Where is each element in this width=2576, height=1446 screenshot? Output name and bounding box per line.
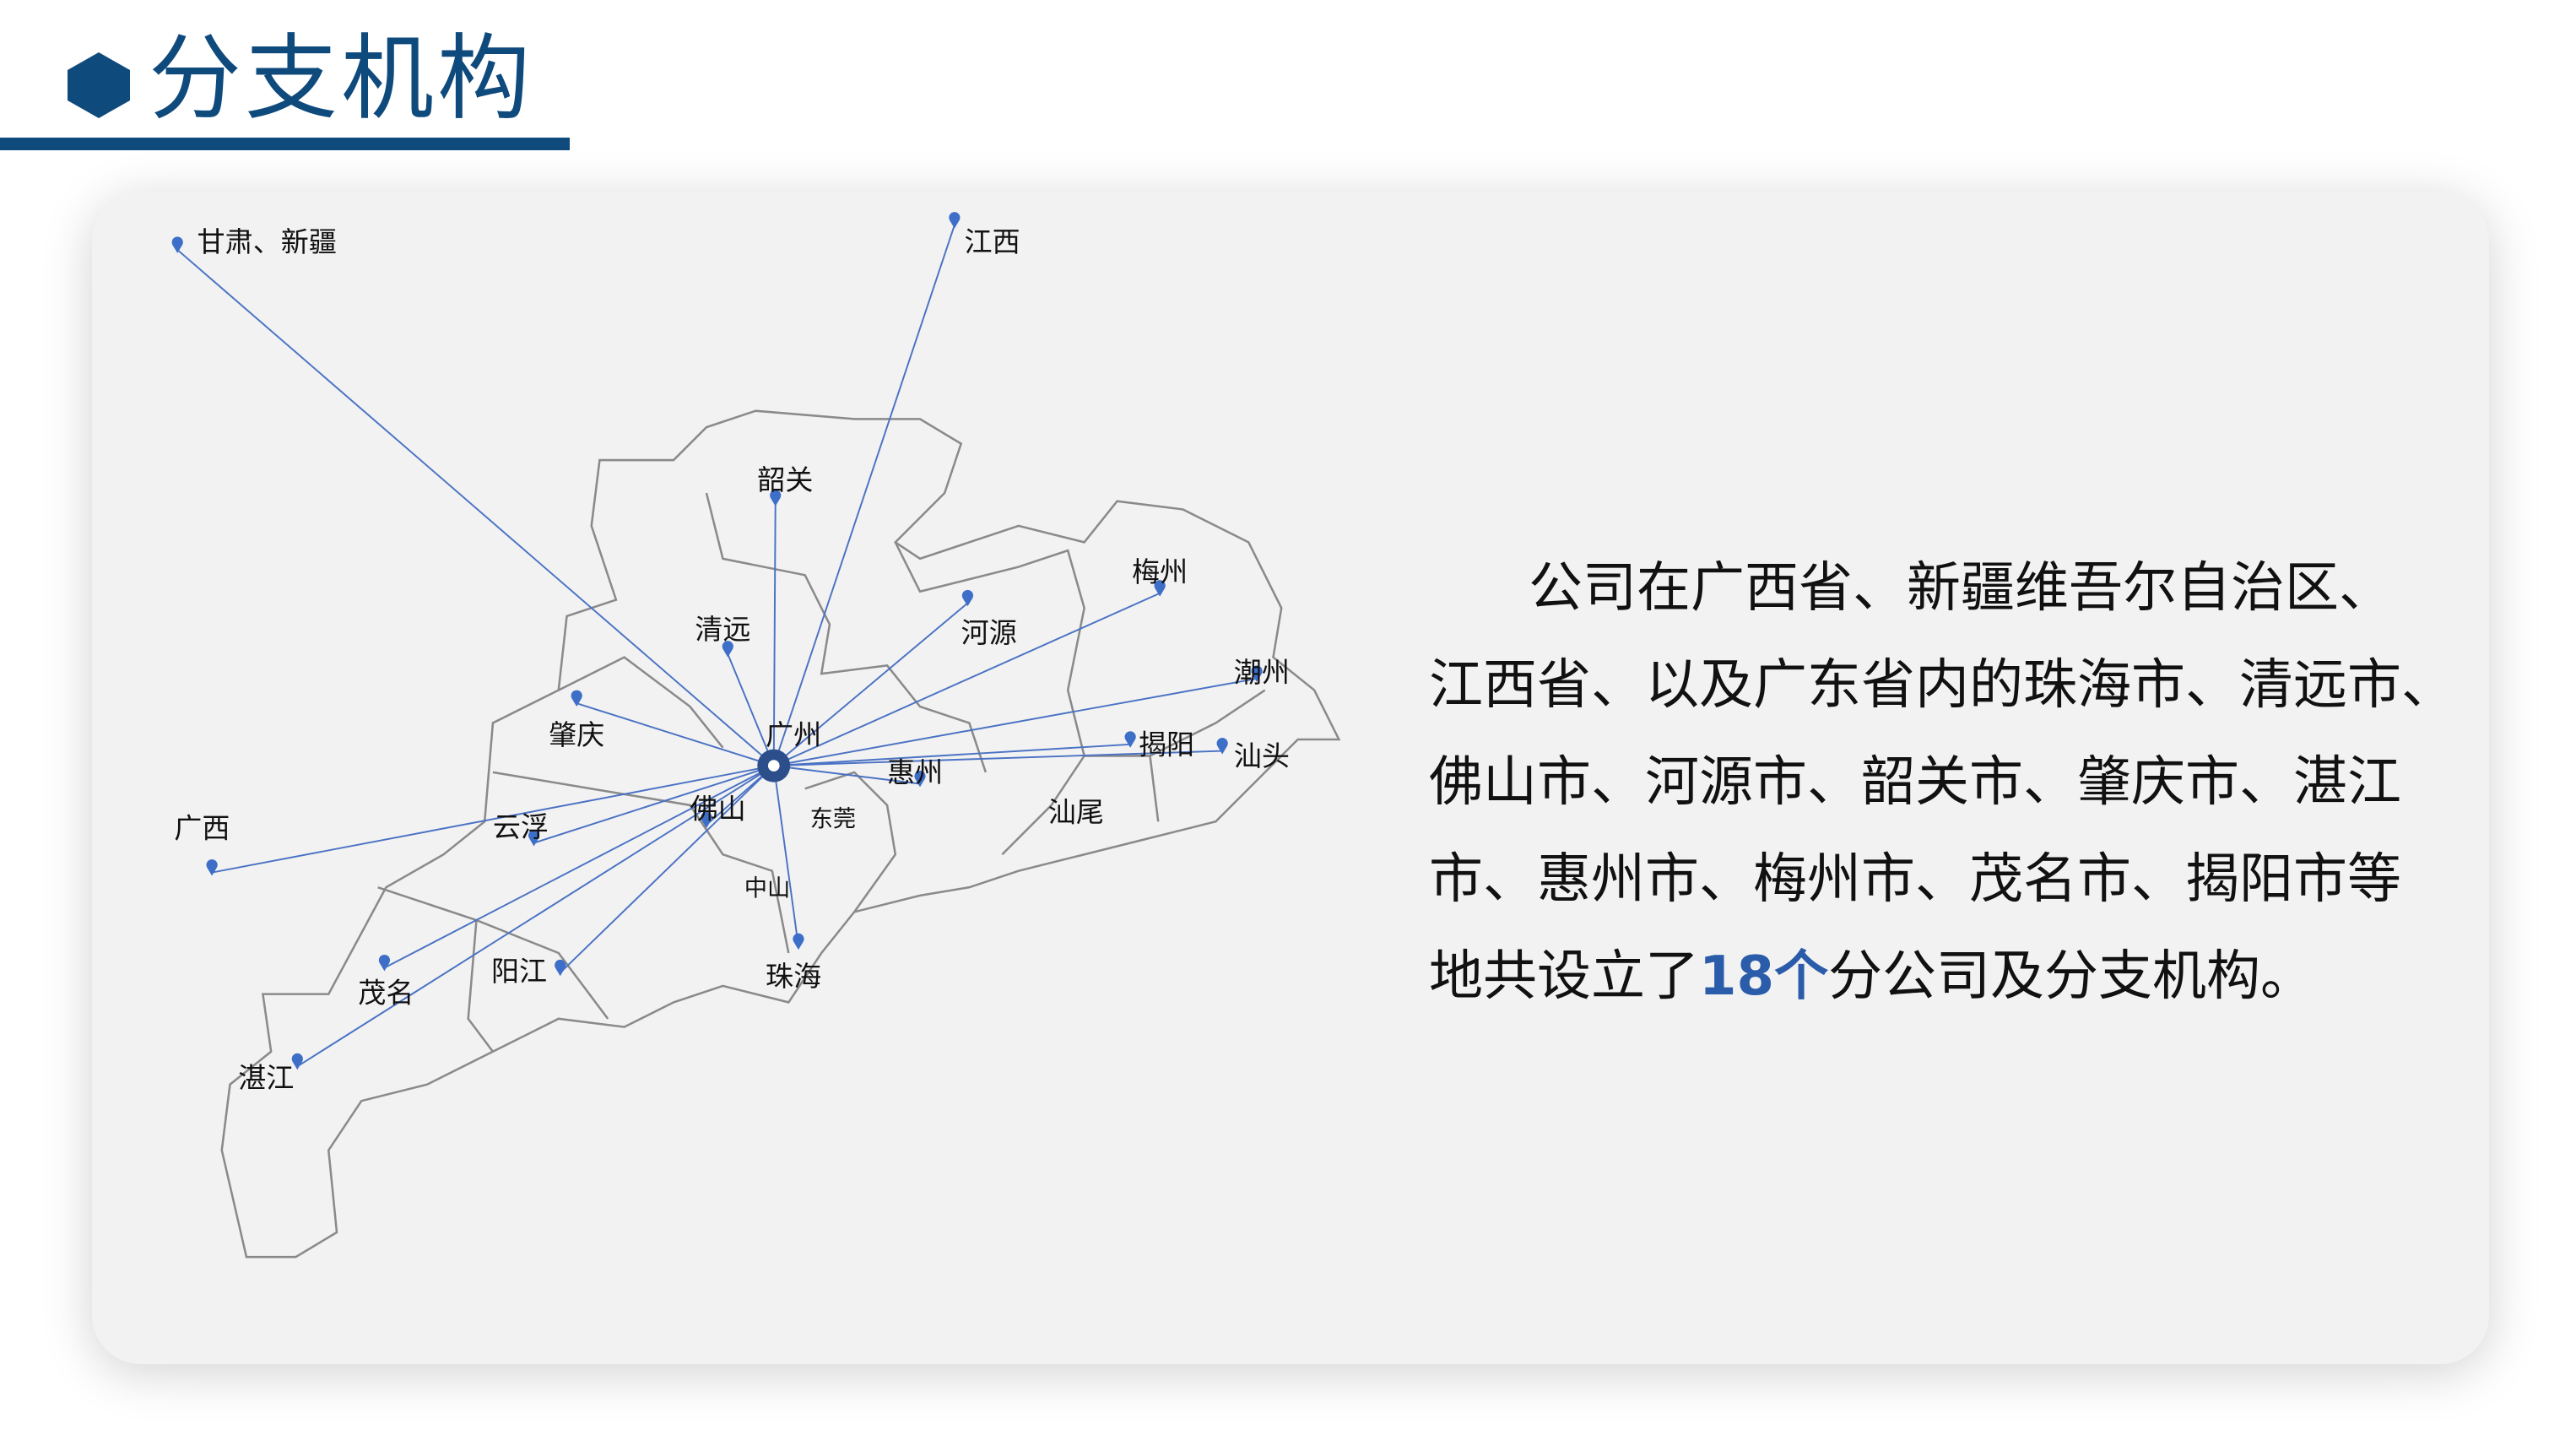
city-label: 韶关: [757, 463, 813, 496]
content-card: [92, 192, 2489, 1364]
branch-count-highlight: 18个: [1699, 945, 1829, 1008]
description-text: 公司在广西省、新疆维吾尔自治区、 江西省、以及广东省内的珠海市、清远市、 佛山市…: [1429, 540, 2467, 1026]
city-label: 河源: [961, 616, 1017, 649]
connection-line: [773, 743, 1131, 767]
city-label: 揭阳: [1139, 728, 1194, 761]
city-pins: [171, 212, 1263, 1070]
connection-line: [773, 750, 1223, 767]
connection-line: [296, 765, 775, 1068]
region-label: 汕尾: [1048, 795, 1104, 828]
connection-line: [727, 653, 775, 766]
description-line: 江西省、以及广东省内的珠海市、清远市、: [1429, 654, 2455, 717]
city-label: 茂名: [358, 976, 414, 1009]
map-pin-icon: [1124, 731, 1136, 748]
map-pin-icon: [291, 1053, 303, 1070]
city-label: 阳江: [491, 955, 547, 988]
map-pin-icon: [378, 954, 391, 972]
connection-line: [560, 765, 775, 974]
hub-center: [767, 760, 780, 772]
map-pin-icon: [1216, 738, 1228, 755]
map-pin-icon: [914, 770, 926, 788]
connection-line: [772, 225, 955, 766]
map-pin-icon: [793, 933, 804, 950]
connection-line: [533, 765, 775, 844]
connection-line: [773, 602, 969, 766]
region-label: 东莞: [810, 806, 857, 832]
connection-line: [176, 249, 775, 766]
city-label: 梅州: [1132, 555, 1188, 588]
map-pin-icon: [555, 959, 566, 977]
description-line-last: 地共设立了18个分公司及分支机构。: [1429, 929, 2467, 1026]
city-label: 珠海: [766, 960, 821, 993]
connection-lines: [176, 225, 1258, 1068]
connection-line: [772, 502, 777, 766]
connection-line: [384, 765, 775, 969]
map-pin-icon: [171, 236, 183, 253]
city-label: 佛山: [690, 792, 746, 825]
guangdong-outline: [220, 409, 1341, 1259]
description-suffix: 分公司及分支机构。: [1828, 945, 2315, 1008]
region-label: 中山: [744, 875, 791, 902]
city-label: 云浮: [493, 810, 549, 843]
connection-line: [773, 677, 1258, 767]
map-pin-icon: [1154, 580, 1166, 597]
connection-line: [772, 765, 799, 947]
city-label: 甘肃、新疆: [198, 225, 337, 258]
connection-line: [211, 765, 774, 874]
connection-line: [576, 702, 775, 767]
description-line: 佛山市、河源市、韶关市、肇庆市、湛江: [1429, 751, 2401, 814]
city-label: 广西: [174, 812, 230, 845]
map-pin-icon: [949, 212, 961, 229]
map-pin-icon: [722, 641, 733, 658]
city-label: 汕头: [1234, 739, 1290, 772]
map-pin-icon: [571, 690, 582, 707]
city-label: 湛江: [238, 1062, 294, 1095]
hub-marker: 广州: [757, 718, 821, 783]
page-title: 分支机构: [149, 24, 533, 133]
map-pin-icon: [770, 490, 782, 506]
hub-label: 广州: [766, 718, 821, 751]
city-label: 肇庆: [549, 718, 604, 751]
map-pin-icon: [528, 830, 540, 847]
map-pin-icon: [206, 859, 218, 876]
map-pin-icon: [701, 811, 712, 829]
map-pin-icon: [961, 589, 974, 607]
city-label: 江西: [965, 225, 1020, 258]
description-prefix: 地共设立了: [1429, 945, 1699, 1008]
city-labels: 甘肃、新疆 江西 韶关 清远 河源 梅州 潮州 揭阳 汕头 惠州 肇庆 广西 云…: [174, 225, 1290, 1095]
city-label: 惠州: [887, 756, 943, 789]
city-label: 潮州: [1234, 656, 1290, 689]
map-pin-icon: [1251, 665, 1263, 682]
title-underline: [0, 138, 570, 150]
connection-line: [773, 765, 921, 785]
city-label: 清远: [695, 613, 750, 646]
description-line: 公司在广西省、新疆维吾尔自治区、: [1529, 557, 2393, 620]
description-line: 市、惠州市、梅州市、茂名市、揭阳市等: [1429, 848, 2401, 911]
connection-line: [773, 592, 1161, 766]
